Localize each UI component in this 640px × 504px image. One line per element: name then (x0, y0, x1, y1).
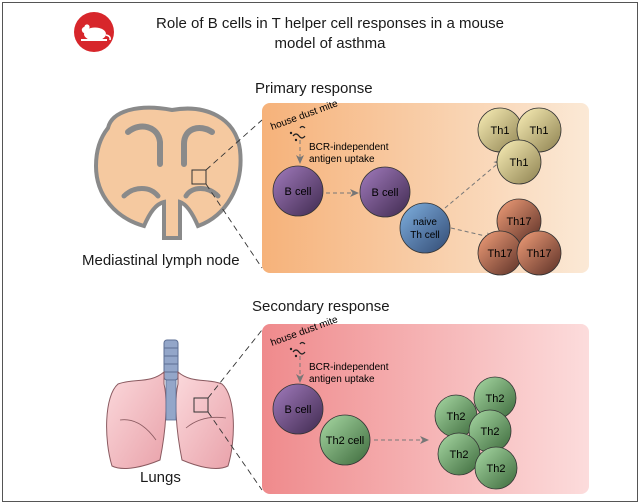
mouse-icon (74, 12, 114, 52)
th17-cell (516, 230, 562, 276)
primary-heading: Primary response (255, 80, 373, 97)
mite-particles-icon (292, 341, 306, 355)
b-cell-secondary-label: B cell (285, 404, 312, 416)
b-cell-primary-1 (272, 165, 324, 217)
th2-cell-label: Th2 (481, 426, 500, 438)
uptake-label-secondary-1: BCR-independent (309, 362, 389, 373)
th1-cell (496, 139, 542, 185)
naive-th-cell-label-2: Th cell (410, 230, 439, 241)
naive-th-cell (399, 202, 451, 254)
naive-th-cell-label-1: naive (413, 217, 437, 228)
arrow-to-th1 (444, 159, 503, 209)
secondary-heading: Secondary response (252, 298, 390, 315)
th2-cell-label: Th2 (450, 449, 469, 461)
th2-cell (474, 446, 518, 490)
mite-particles-icon (292, 125, 306, 139)
th2-cell-label: Th2 (486, 393, 505, 405)
th17-cell-label: Th17 (487, 248, 512, 260)
uptake-label-secondary-2: antigen uptake (309, 374, 375, 385)
lymph-node-illustration (93, 105, 263, 269)
th2-cell-label: Th2 (447, 411, 466, 423)
b-cell-secondary (272, 383, 324, 435)
th1-cell-label: Th1 (491, 125, 510, 137)
th2-cell-secondary (319, 414, 371, 466)
lymph-node-label: Mediastinal lymph node (82, 252, 240, 269)
th2-cell-secondary-label: Th2 cell (326, 435, 365, 447)
th1-cell-label: Th1 (510, 157, 529, 169)
lungs-label: Lungs (140, 469, 181, 486)
b-cell-primary-1-label: B cell (285, 186, 312, 198)
th1-cell-label: Th1 (530, 125, 549, 137)
th17-cell-label: Th17 (526, 248, 551, 260)
uptake-label-primary-1: BCR-independent (309, 142, 389, 153)
b-cell-primary-2 (359, 166, 411, 218)
lungs-illustration (106, 329, 263, 491)
th2-cell-label: Th2 (487, 463, 506, 475)
uptake-label-primary-2: antigen uptake (309, 154, 375, 165)
figure-title: Role of B cells in T helper cell respons… (156, 15, 504, 52)
b-cell-primary-2-label: B cell (372, 187, 399, 199)
th17-cell-label: Th17 (506, 216, 531, 228)
